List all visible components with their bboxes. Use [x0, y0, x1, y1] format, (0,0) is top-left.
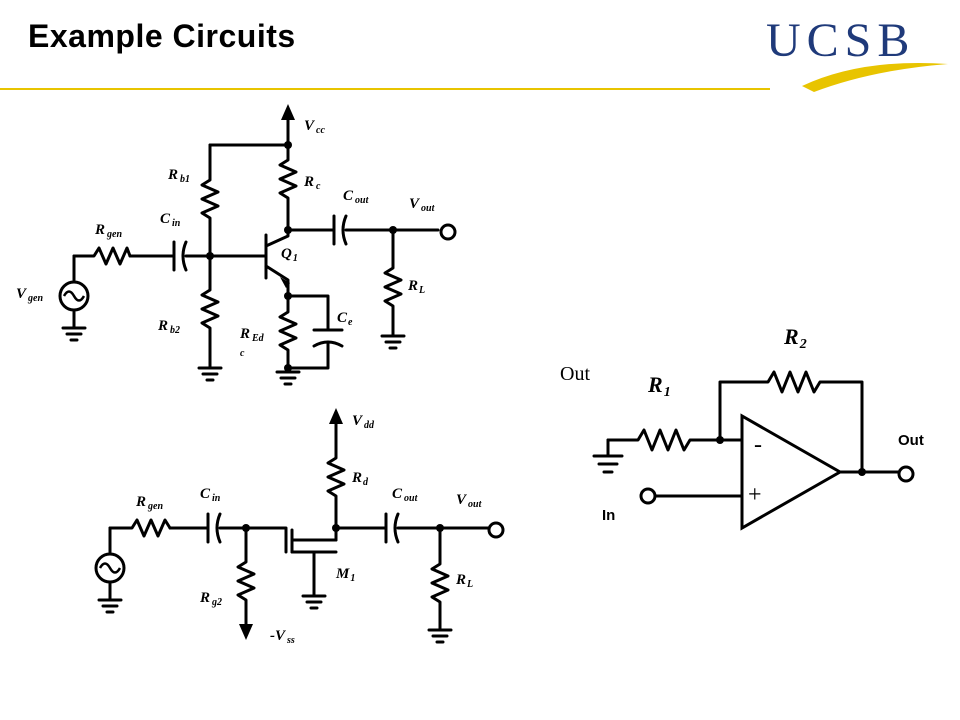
- label-r1: R1: [647, 372, 671, 400]
- vout-terminal-bjt: [439, 223, 457, 241]
- vdd-arrow: [329, 408, 343, 424]
- label-redc-wrap: c: [240, 348, 245, 359]
- label-in: In: [602, 507, 615, 524]
- label-out-left: Out: [560, 363, 590, 385]
- opamp-out-terminal: [897, 465, 915, 483]
- vcc-arrow: [281, 104, 295, 120]
- logo-swoosh: [802, 62, 948, 92]
- opamp-triangle: [740, 413, 844, 531]
- label-m1: M1: [335, 566, 355, 584]
- label-ce: Ce: [337, 310, 353, 328]
- label-rd: Rd: [351, 470, 369, 488]
- label-rl-bjt: RL: [407, 278, 425, 296]
- label-rl-mos: RL: [455, 572, 473, 590]
- label-minus: -: [754, 432, 762, 458]
- header-rule: [0, 88, 770, 90]
- label-q1: Q1: [281, 246, 298, 264]
- opamp-circuit: R2 Out R1 - + Out In: [560, 324, 924, 531]
- logo-text: UCSB: [766, 14, 915, 67]
- page-title: Example Circuits: [28, 18, 296, 54]
- opamp-in-terminal: [639, 487, 657, 505]
- ucsb-logo: UCSB: [766, 14, 948, 92]
- label-r2: R2: [783, 324, 807, 352]
- label-plus: +: [748, 482, 762, 508]
- label-out-right: Out: [898, 432, 924, 449]
- vout-terminal-mos: [487, 521, 505, 539]
